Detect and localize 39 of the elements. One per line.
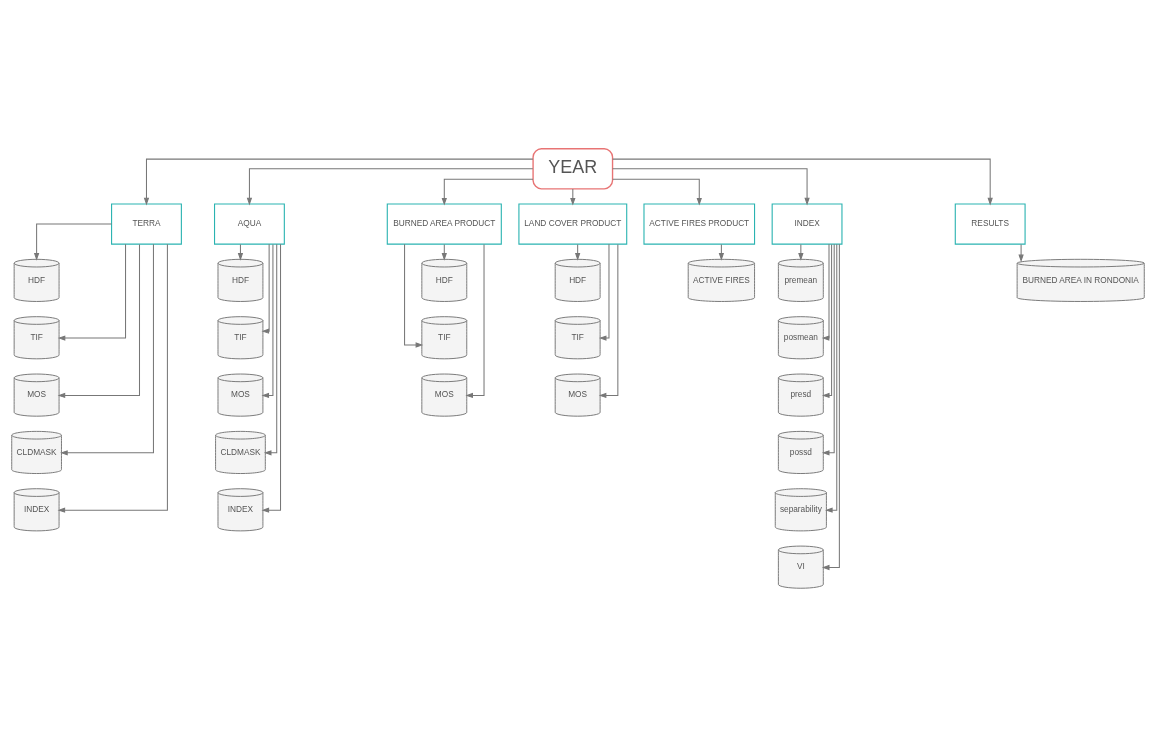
arrow <box>261 243 270 334</box>
arrow <box>825 243 838 513</box>
node-box: ACTIVE FIRES PRODUCT <box>643 203 756 245</box>
arrow <box>143 158 534 205</box>
node-box: AQUA <box>214 203 285 245</box>
arrow <box>570 188 576 206</box>
arrow <box>261 243 282 513</box>
arrow <box>612 178 702 206</box>
arrow <box>57 243 127 341</box>
arrow <box>598 243 619 398</box>
arrow <box>263 243 278 455</box>
node-box: BURNED AREA PRODUCT <box>386 203 502 245</box>
node-box: LAND COVER PRODUCT <box>518 203 628 245</box>
arrow <box>441 243 447 261</box>
arrow <box>821 243 840 570</box>
arrow <box>798 243 804 261</box>
node-box: RESULTS <box>954 203 1026 245</box>
arrow <box>821 243 833 398</box>
arrow <box>612 158 993 205</box>
arrow <box>33 223 112 261</box>
arrow <box>575 243 581 261</box>
arrow <box>246 167 534 205</box>
arrow <box>404 243 424 348</box>
arrow <box>57 243 140 398</box>
arrow <box>718 243 725 261</box>
arrow <box>1018 243 1024 262</box>
arrow <box>237 243 244 261</box>
arrow <box>261 243 274 398</box>
arrow <box>821 243 835 455</box>
node-box: INDEX <box>771 203 843 245</box>
node-box: YEAR <box>532 147 614 190</box>
node-box: TERRA <box>111 203 182 245</box>
arrow <box>598 243 610 341</box>
arrow <box>821 243 830 341</box>
arrow <box>441 178 534 206</box>
arrow <box>57 243 168 513</box>
arrow <box>465 243 485 398</box>
arrow <box>612 167 810 205</box>
arrow <box>60 243 154 455</box>
